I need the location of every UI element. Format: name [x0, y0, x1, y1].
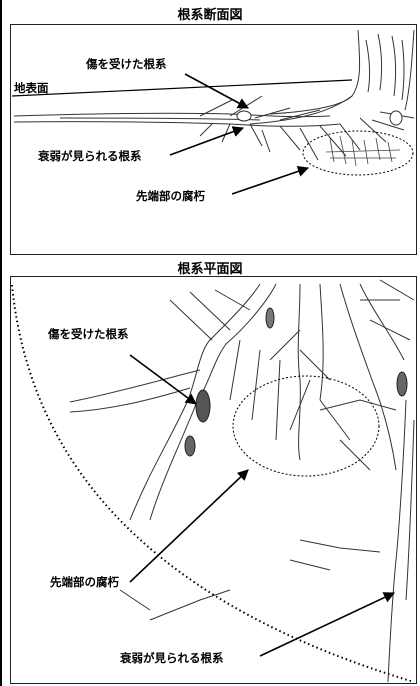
plan-arrow-weakened	[259, 592, 396, 657]
plan-arrow-damaged	[129, 354, 197, 405]
left-border-line	[0, 0, 2, 686]
rot-zone-ellipse	[302, 130, 414, 176]
plan-wound	[195, 389, 211, 423]
plan-rot-zone-ellipse	[232, 375, 380, 477]
plan-label-damaged-roots: 傷を受けた根系	[48, 327, 129, 341]
arrow-tip-rot	[231, 165, 310, 195]
plan-arrow-tip-rot	[129, 469, 249, 583]
wound-swelling-right	[389, 110, 403, 126]
ground-line	[11, 79, 353, 97]
label-ground-surface: 地表面	[14, 81, 49, 95]
trunk	[249, 29, 415, 125]
horizontal-roots	[13, 95, 415, 161]
plan-wound-right	[396, 371, 408, 397]
arrow-weakened	[169, 126, 245, 156]
plan-wound-small	[184, 435, 196, 457]
plan-wound-upper	[265, 307, 275, 329]
plan-label-tip-rot: 先端部の腐朽	[50, 575, 119, 589]
plan-title: 根系平面図	[177, 262, 243, 277]
label-damaged-roots: 傷を受けた根系	[86, 57, 167, 71]
section-title: 根系断面図	[177, 8, 243, 23]
rot-tips	[325, 135, 401, 167]
label-tip-rot: 先端部の腐朽	[136, 189, 205, 203]
plan-view-panel	[10, 276, 417, 684]
arrow-damaged	[184, 73, 249, 109]
wound-swelling	[236, 110, 252, 122]
label-weakened-roots: 衰弱が見られる根系	[38, 149, 142, 163]
plan-label-weakened-roots: 衰弱が見られる根系	[120, 651, 224, 665]
plan-roots	[69, 279, 415, 683]
